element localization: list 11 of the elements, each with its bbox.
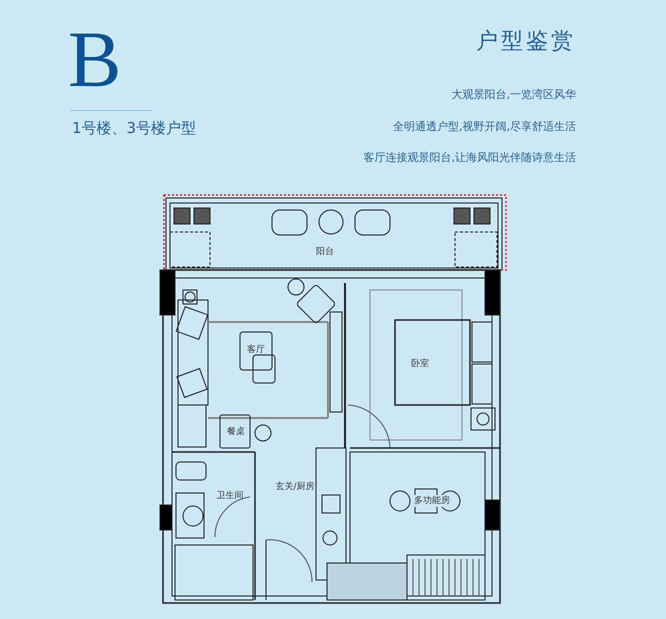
feature-text: 客厅连接观景阳台,让海风阳光伴随诗意生活 xyxy=(364,151,576,165)
heading: 户型鉴赏 xyxy=(476,28,576,56)
room-label: 多功能房 xyxy=(412,495,452,507)
room-label: 卧室 xyxy=(405,358,435,370)
big-letter: B xyxy=(68,18,122,102)
room-label: 玄关/厨房 xyxy=(270,481,320,493)
room-label: 卫生间 xyxy=(210,490,250,502)
feature-text: 全明通透户型,视野开阔,尽享舒适生活 xyxy=(393,120,576,134)
subtitle: 1号楼、3号楼户型 xyxy=(72,118,196,138)
feature-text: 大观景阳台,一览湾区风华 xyxy=(452,88,576,102)
room-label: 阳台 xyxy=(310,246,340,258)
